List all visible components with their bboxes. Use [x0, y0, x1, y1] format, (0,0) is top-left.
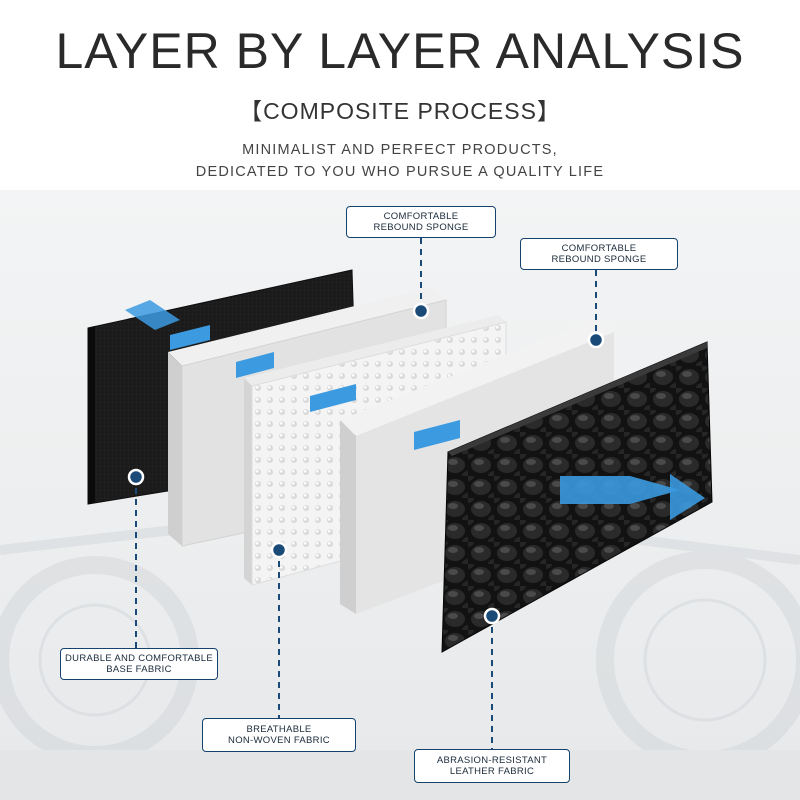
layer-diagram: COMFORTABLE REBOUND SPONGE COMFORTABLE R… — [0, 190, 800, 800]
header: LAYER BY LAYER ANALYSIS 【COMPOSITE PROCE… — [0, 0, 800, 190]
layer-illustration — [0, 190, 800, 800]
marker-sponge-right — [587, 331, 605, 349]
label-leather-fabric: ABRASION-RESISTANT LEATHER FABRIC — [414, 749, 570, 783]
flow-arrow-exit — [560, 476, 680, 504]
marker-base-fabric — [127, 468, 145, 486]
marker-non-woven — [270, 541, 288, 559]
label-non-woven-fabric: BREATHABLE NON-WOVEN FABRIC — [202, 718, 356, 752]
page-subtitle: 【COMPOSITE PROCESS】 — [239, 98, 561, 124]
tagline-line-1: MINIMALIST AND PERFECT PRODUCTS, — [242, 142, 558, 158]
marker-sponge-top — [412, 302, 430, 320]
marker-leather — [483, 607, 501, 625]
page-title: LAYER BY LAYER ANALYSIS — [55, 23, 745, 79]
tagline-line-2: DEDICATED TO YOU WHO PURSUE A QUALITY LI… — [195, 164, 605, 180]
layer-rebound-sponge-2 — [340, 318, 614, 436]
layer-rebound-sponge-1 — [168, 287, 446, 366]
label-rebound-sponge-top: COMFORTABLE REBOUND SPONGE — [346, 206, 496, 238]
label-base-fabric: DURABLE AND COMFORTABLE BASE FABRIC — [60, 648, 218, 680]
flow-arrow-entry — [125, 300, 180, 330]
layer-non-woven-fabric — [244, 315, 506, 386]
label-rebound-sponge-right: COMFORTABLE REBOUND SPONGE — [520, 238, 678, 270]
